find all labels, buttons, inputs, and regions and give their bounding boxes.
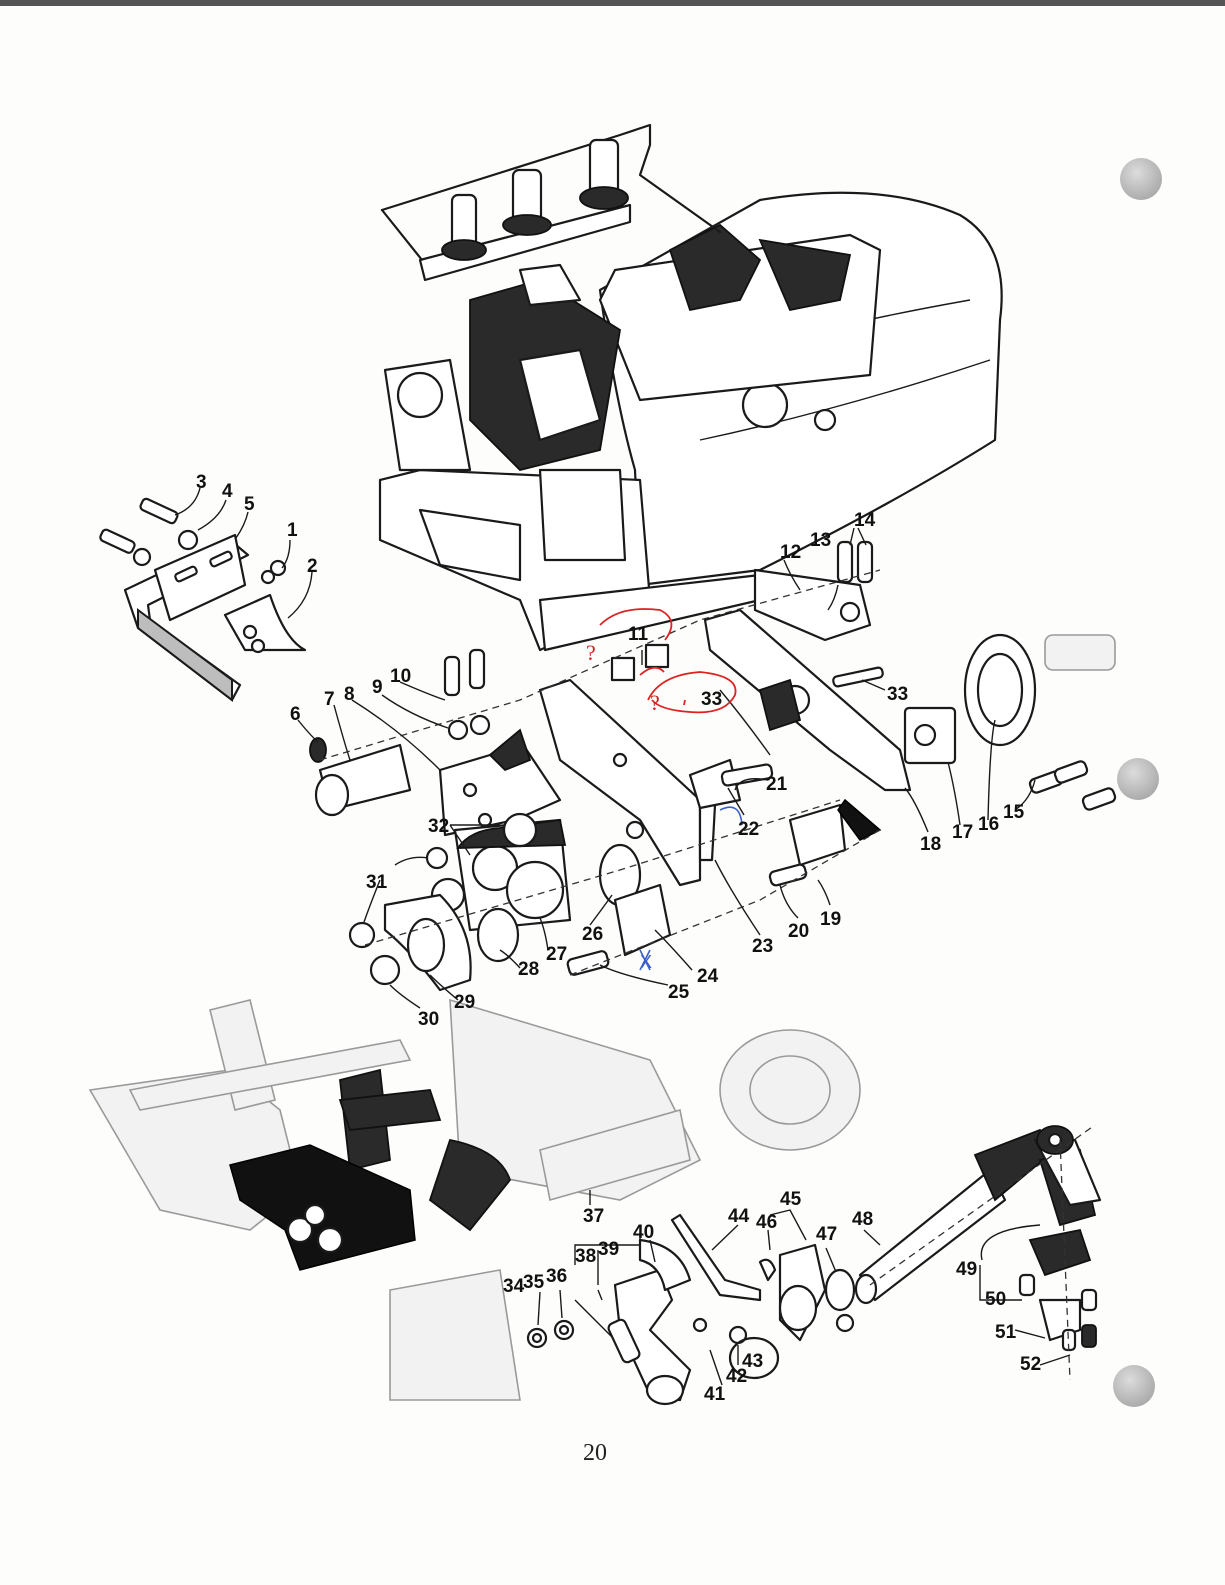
part-label: 35 [523,1272,545,1293]
looper-parts [528,1215,854,1404]
part-label: 12 [780,542,801,563]
part-label: 16 [978,814,999,835]
part-label: 39 [598,1239,619,1260]
part-label: 50 [985,1289,1006,1310]
part-label: 47 [816,1224,837,1245]
part-label: 34 [503,1276,525,1297]
part-label: 32 [428,816,449,837]
part-label: 23 [752,936,773,957]
part-label: 29 [454,992,475,1013]
punch-hole-top [1120,158,1162,200]
part-label: 15 [1003,802,1025,823]
part-label: 27 [546,944,567,965]
part-label: 2 [307,556,318,577]
part-label: 28 [518,959,539,980]
part-label: 4 [222,481,233,502]
part-label: 48 [852,1209,873,1230]
part-label: 10 [390,666,411,687]
part-label: 49 [956,1259,977,1280]
thread-tension-middle [503,170,551,235]
part-label: 40 [633,1222,654,1243]
looper-shaft-assembly [856,1125,1100,1380]
part-label: 33 [887,684,908,705]
thread-tension-right [580,140,628,209]
part-label: 41 [704,1384,726,1405]
part-label: 30 [418,1009,439,1030]
part-label: 44 [728,1206,750,1227]
part-label: 20 [788,921,809,942]
part-label: 24 [697,966,719,987]
part-label: 38 [575,1246,596,1267]
question-mark-annotation-1: ? [586,640,596,665]
part-label: 17 [952,822,973,843]
part-label: 18 [920,834,941,855]
part-label: 7 [324,689,335,710]
part-label: 36 [546,1266,567,1287]
part-label: 22 [738,819,759,840]
part-label: 5 [244,494,255,515]
thread-tension-left [442,195,486,260]
part-label: 9 [372,677,383,698]
part-label: 8 [344,684,355,705]
part-label: 26 [582,924,603,945]
page-number: 20 [570,1440,620,1467]
part-label: 25 [668,982,690,1003]
punch-hole-middle [1117,758,1159,800]
part-label: 52 [1020,1354,1041,1375]
part-label: 46 [756,1212,777,1233]
part-label: 21 [766,774,788,795]
part-label: 1 [287,520,298,541]
part-label: 19 [820,909,841,930]
punch-hole-bottom [1113,1365,1155,1407]
part-label: 33 [701,689,722,710]
part-label: 37 [583,1206,604,1227]
part-label: 11 [628,624,649,645]
part-label: 43 [742,1351,763,1372]
part-label: 31 [366,872,388,893]
part-label: 6 [290,704,301,725]
part-label: 3 [196,472,207,493]
part-label: 45 [780,1189,802,1210]
part-label: 51 [995,1322,1017,1343]
part-label: 13 [810,530,831,551]
part-label: 14 [854,510,876,531]
question-mark-annotation-2: ? [650,690,660,715]
x-mark-annotation: X [640,952,652,972]
